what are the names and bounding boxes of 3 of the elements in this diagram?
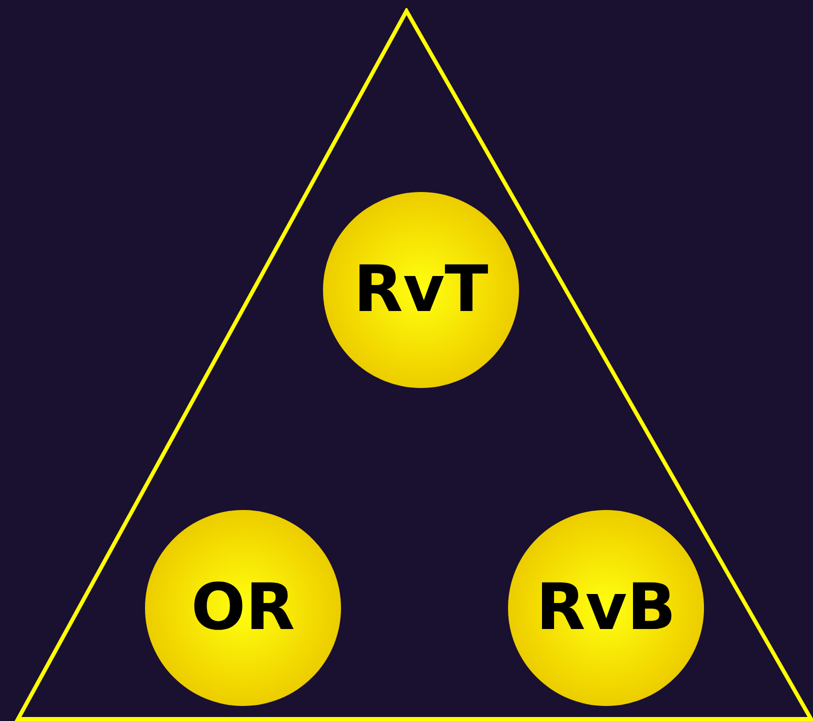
circle-node: RvB	[508, 510, 704, 706]
circle-node: RvT	[323, 192, 519, 388]
circle-node: OR	[145, 510, 341, 706]
